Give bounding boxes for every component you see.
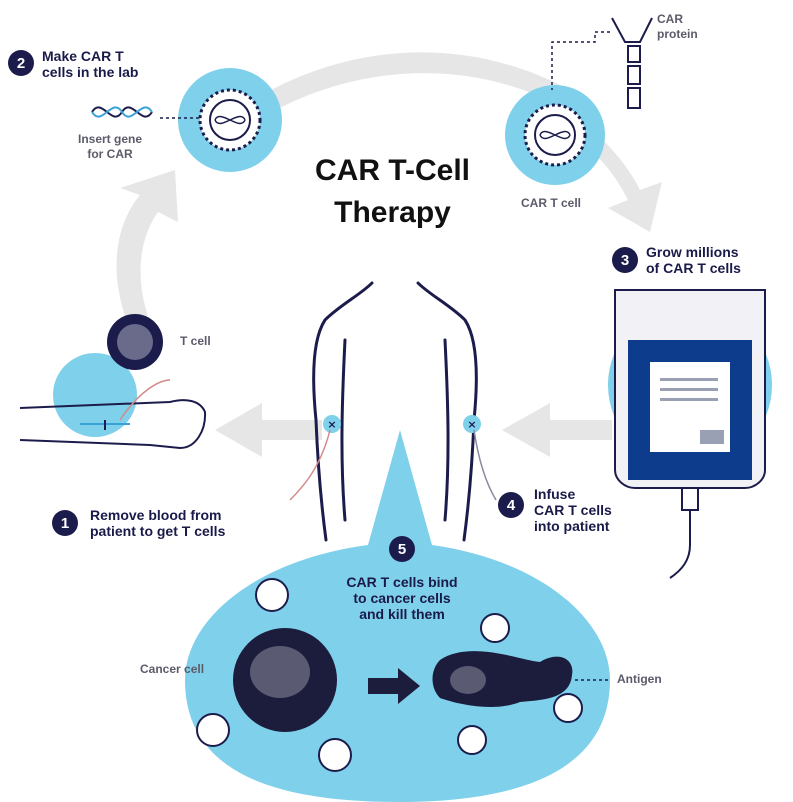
title-line-2: Therapy — [334, 196, 451, 229]
car-t-cell-label: CAR T cell — [521, 196, 582, 210]
diagram-title: CAR T-Cell Therapy — [285, 150, 500, 234]
arrow-top — [262, 52, 560, 112]
step-3-badge: 3 — [612, 247, 638, 273]
step-1-badge: 1 — [52, 510, 78, 536]
title-line-1: CAR T-Cell — [314, 154, 470, 187]
cancer-cell-label: Cancer cell — [140, 662, 205, 676]
dna-icon — [91, 106, 153, 118]
arrow-left-up — [116, 170, 178, 316]
dying-cancer-cell — [432, 651, 573, 707]
arrow-right — [502, 403, 612, 457]
patient-body — [312, 281, 478, 542]
car-t-cell — [505, 85, 605, 185]
injection-site-left — [323, 415, 341, 433]
cancer-cell — [233, 628, 337, 732]
antigen-label: Antigen — [617, 672, 662, 686]
step-5-badge: 5 — [389, 536, 415, 562]
iv-bag — [608, 289, 772, 579]
injection-site-right — [463, 415, 481, 433]
step-4-badge: 4 — [498, 492, 524, 518]
car-protein-icon — [611, 17, 653, 109]
lab-t-cell — [178, 68, 282, 172]
t-cell-label: T cell — [180, 334, 211, 348]
arrow-left — [215, 403, 322, 457]
step-2-badge: 2 — [8, 50, 34, 76]
kill-arrow — [368, 668, 420, 704]
svg-text:×: × — [467, 418, 476, 431]
t-cell — [53, 314, 163, 437]
small-car-t-cells — [196, 578, 583, 772]
svg-text:×: × — [327, 418, 336, 431]
patient-arm — [19, 379, 207, 450]
